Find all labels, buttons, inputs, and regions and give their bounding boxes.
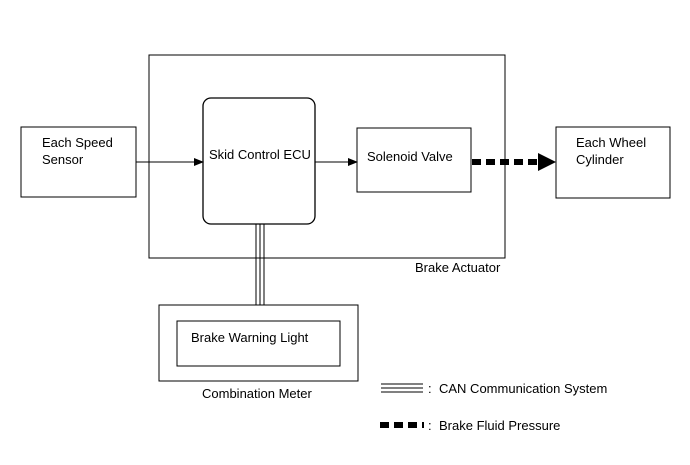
skid-control-ecu-label: Skid Control ECU	[209, 147, 311, 162]
brake-warning-light-box	[176, 320, 341, 367]
wheel-cylinder-label: Each Wheel Cylinder	[576, 135, 650, 167]
wheel-cylinder-label-line-2: Cylinder	[576, 152, 624, 167]
fluid-pressure-arrowhead	[538, 153, 556, 171]
legend-can-label: CAN Communication System	[439, 381, 607, 396]
brake-actuator-label: Brake Actuator	[415, 260, 501, 275]
speed-sensor-label: Each Speed Sensor	[42, 135, 116, 167]
wheel-cylinder-box	[555, 126, 671, 199]
legend-fluid-label: Brake Fluid Pressure	[439, 418, 560, 433]
legend-fluid-separator: :	[428, 418, 432, 433]
legend-can-symbol	[381, 383, 423, 393]
combination-meter-label: Combination Meter	[202, 386, 312, 401]
legend-can-separator: :	[428, 381, 432, 396]
speed-sensor-label-line-1: Each Speed	[42, 135, 113, 150]
combination-meter-box	[158, 304, 359, 382]
brake-actuator-box	[148, 54, 506, 259]
wheel-cylinder-label-line-1: Each Wheel	[576, 135, 646, 150]
solenoid-valve-label: Solenoid Valve	[367, 149, 453, 164]
can-bus-line	[255, 224, 265, 305]
speed-sensor-label-line-2: Sensor	[42, 152, 84, 167]
brake-warning-light-label: Brake Warning Light	[191, 330, 309, 345]
